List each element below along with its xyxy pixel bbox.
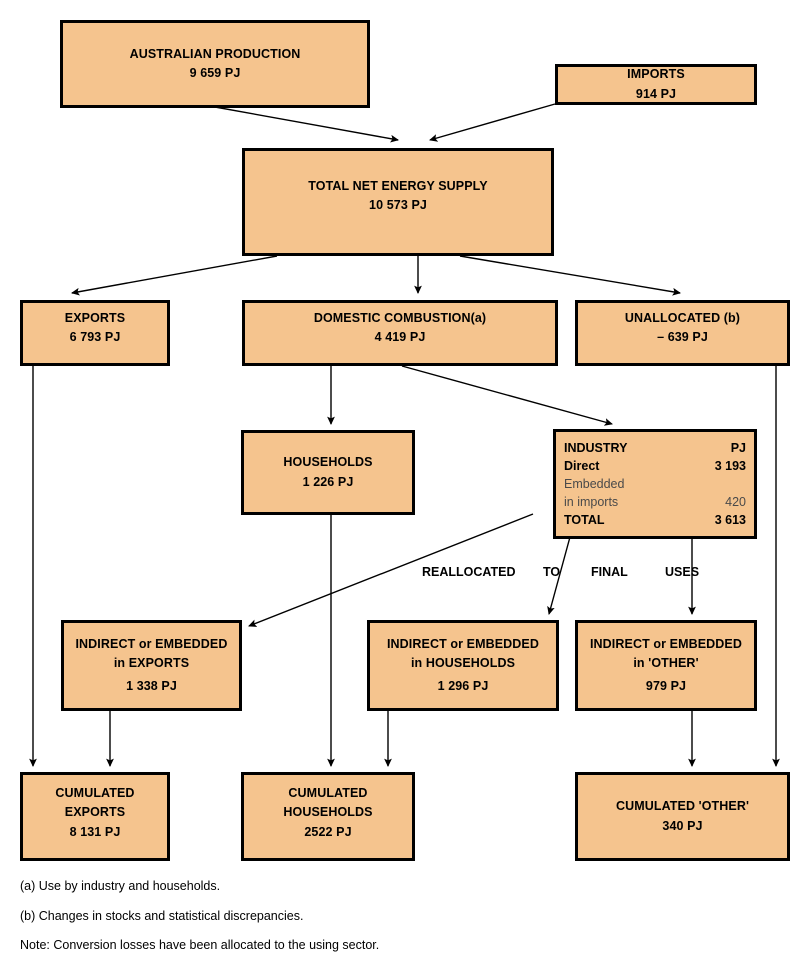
node-industry[interactable]: INDUSTRY PJ Direct 3 193 Embedded in imp… [553, 429, 757, 539]
industry-row-direct: Direct 3 193 [564, 457, 746, 475]
households-value: 1 226 PJ [302, 474, 354, 489]
total-net-energy-supply-label: TOTAL NET ENERGY SUPPLY [308, 179, 488, 193]
imports-value: 914 PJ [635, 86, 677, 101]
exports-value: 6 793 PJ [69, 330, 121, 345]
industry-total-label: TOTAL [564, 513, 605, 528]
node-households[interactable]: HOUSEHOLDS 1 226 PJ [241, 430, 415, 515]
node-australian-production[interactable]: AUSTRALIAN PRODUCTION 9 659 PJ [60, 20, 370, 108]
node-cumulated-households[interactable]: CUMULATED HOUSEHOLDS 2522 PJ [241, 772, 415, 861]
industry-header-row: INDUSTRY PJ [564, 439, 746, 457]
node-imports[interactable]: IMPORTS 914 PJ [555, 64, 757, 105]
industry-header-unit: PJ [730, 440, 746, 455]
industry-row-total: TOTAL 3 613 [564, 511, 746, 529]
indirect-exports-line1: INDIRECT or EMBEDDED [75, 637, 228, 651]
indirect-other-value: 979 PJ [645, 678, 687, 693]
node-indirect-exports[interactable]: INDIRECT or EMBEDDED in EXPORTS 1 338 PJ [61, 620, 242, 711]
link-domestic-to-industry [401, 365, 613, 426]
notes-block: (a) Use by industry and households. (b) … [20, 880, 720, 969]
indirect-households-value: 1 296 PJ [437, 678, 489, 693]
link-industry-to-indirect-households [547, 536, 571, 615]
cumulated-exports-value: 8 131 PJ [69, 824, 121, 839]
link-supply-to-unallocated [459, 255, 681, 296]
indirect-other-line1: INDIRECT or EMBEDDED [589, 637, 742, 651]
indirect-exports-title: INDIRECT or EMBEDDED in EXPORTS [64, 635, 239, 674]
node-cumulated-exports[interactable]: CUMULATED EXPORTS 8 131 PJ [20, 772, 170, 861]
cumulated-exports-line1: CUMULATED [55, 786, 135, 800]
indirect-other-line2: in 'OTHER' [633, 656, 699, 671]
note-b: (b) Changes in stocks and statistical di… [20, 908, 304, 923]
industry-direct-label: Direct [564, 458, 600, 473]
australian-production-label: AUSTRALIAN PRODUCTION [129, 46, 301, 61]
link-imports-to-supply [429, 103, 556, 142]
unallocated-label: UNALLOCATED (b) [624, 311, 741, 325]
flow-label-final: FINAL [591, 565, 628, 579]
industry-row-embedded: Embedded [564, 475, 746, 493]
node-domestic-combustion[interactable]: DOMESTIC COMBUSTION(a) 4 419 PJ [242, 300, 558, 366]
node-indirect-households[interactable]: INDIRECT or EMBEDDED in HOUSEHOLDS 1 296… [367, 620, 559, 711]
link-production-to-supply [214, 106, 399, 143]
link-supply-to-exports [71, 255, 278, 296]
cumulated-households-value: 2522 PJ [304, 824, 352, 839]
industry-direct-value: 3 193 [714, 458, 746, 473]
industry-row-in-imports: in imports 420 [564, 493, 746, 511]
industry-header-label: INDUSTRY [564, 440, 628, 455]
industry-total-value: 3 613 [714, 513, 746, 528]
link-industry-to-indirect-exports [248, 513, 534, 627]
cumulated-households-line2: HOUSEHOLDS [283, 805, 373, 820]
cumulated-households-line1: CUMULATED [288, 786, 368, 800]
industry-embedded-label: Embedded [564, 476, 625, 491]
indirect-exports-line2: in EXPORTS [113, 656, 190, 671]
imports-label: IMPORTS [627, 67, 685, 82]
flow-label-to: TO [543, 565, 561, 579]
domestic-combustion-value: 4 419 PJ [374, 330, 426, 345]
node-indirect-other[interactable]: INDIRECT or EMBEDDED in 'OTHER' 979 PJ [575, 620, 757, 711]
unallocated-value: – 639 PJ [657, 330, 708, 345]
flow-label-reallocated: REALLOCATED [422, 565, 516, 579]
industry-in-imports-label: in imports [564, 495, 619, 510]
households-label: HOUSEHOLDS [283, 455, 373, 470]
cumulated-exports-line2: EXPORTS [64, 805, 126, 820]
node-unallocated[interactable]: UNALLOCATED (b) – 639 PJ [575, 300, 790, 366]
indirect-households-line1: INDIRECT or EMBEDDED [386, 637, 539, 651]
indirect-exports-value: 1 338 PJ [126, 678, 177, 693]
flow-label-uses: USES [665, 565, 700, 579]
node-total-net-energy-supply[interactable]: TOTAL NET ENERGY SUPPLY 10 573 PJ [242, 148, 554, 256]
australian-production-value: 9 659 PJ [189, 66, 241, 80]
node-exports[interactable]: EXPORTS 6 793 PJ [20, 300, 170, 366]
note-conversion-losses: Note: Conversion losses have been alloca… [20, 938, 380, 952]
exports-label: EXPORTS [64, 311, 126, 325]
indirect-households-title: INDIRECT or EMBEDDED in HOUSEHOLDS [370, 635, 556, 674]
total-net-energy-supply-value: 10 573 PJ [369, 198, 427, 213]
note-a: (a) Use by industry and households. [20, 879, 221, 893]
indirect-households-line2: in HOUSEHOLDS [410, 656, 516, 671]
industry-in-imports-value: 420 [725, 495, 746, 510]
cumulated-other-value: 340 PJ [662, 818, 703, 833]
cumulated-other-line1: CUMULATED 'OTHER' [615, 799, 750, 814]
node-cumulated-other[interactable]: CUMULATED 'OTHER' 340 PJ [575, 772, 790, 861]
domestic-combustion-label: DOMESTIC COMBUSTION(a) [313, 311, 487, 325]
indirect-other-title: INDIRECT or EMBEDDED in 'OTHER' [578, 635, 754, 674]
